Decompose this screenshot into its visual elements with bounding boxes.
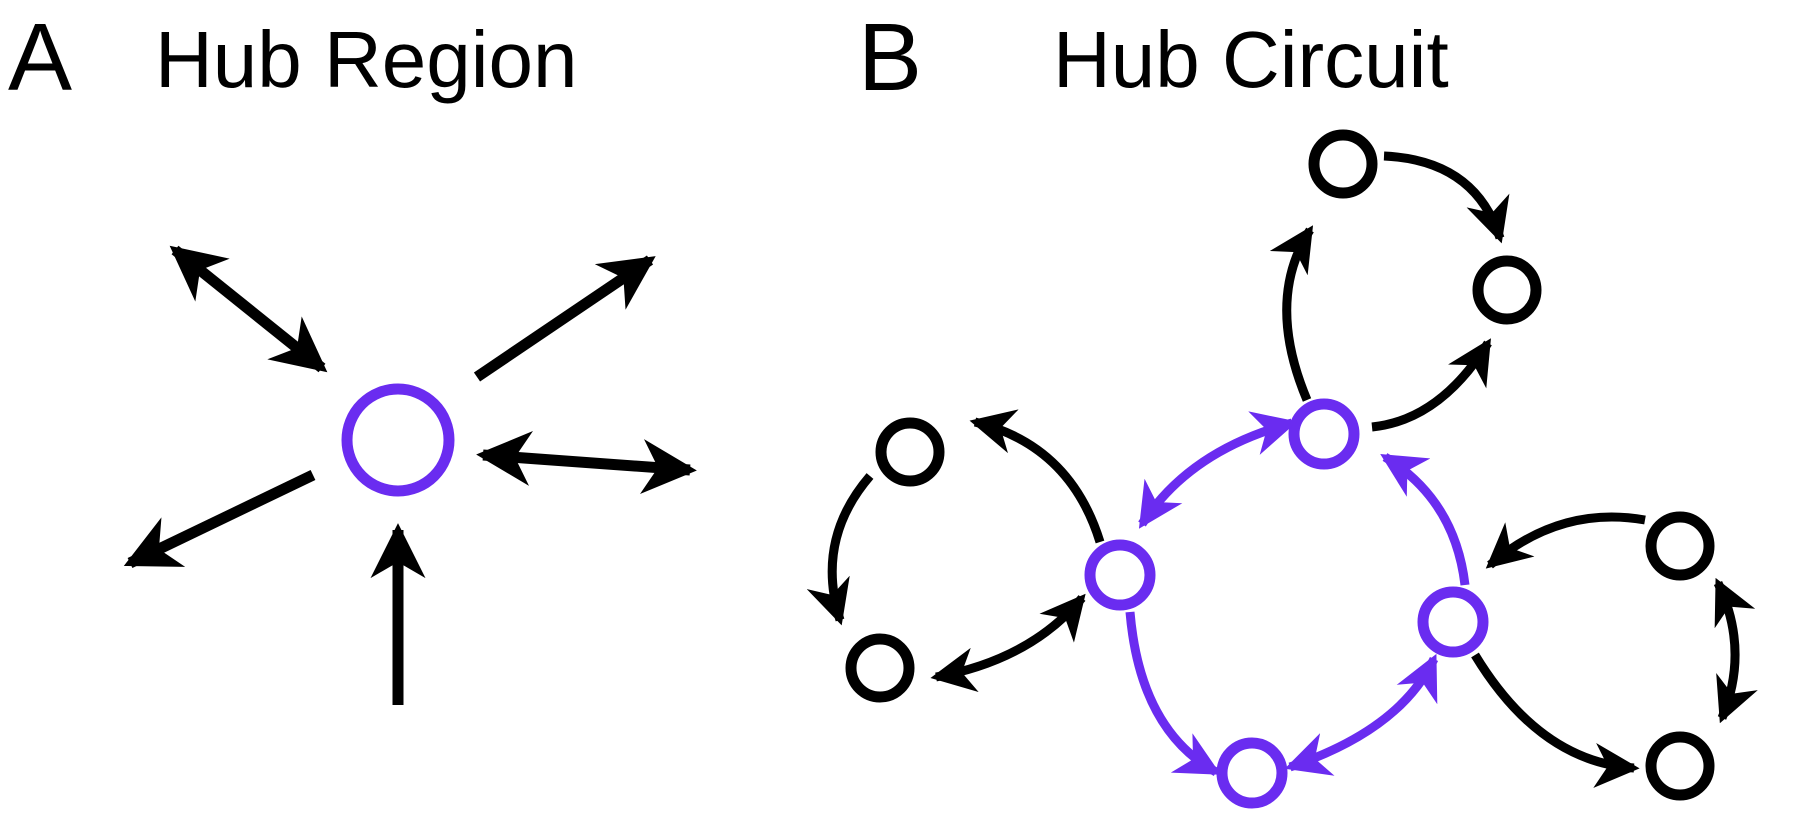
node-left-upper <box>875 417 945 487</box>
hub-node <box>341 383 455 497</box>
panel-b-title: Hub Circuit <box>1053 15 1449 104</box>
node-left-lower <box>845 633 915 703</box>
hub-node-top <box>1288 398 1360 470</box>
edge-hub-top-to-node-top-upper <box>1269 225 1314 402</box>
hub-edge-right-top <box>1380 453 1470 586</box>
edge-hub-top-to-node-top-right <box>1371 338 1492 432</box>
node-top-right <box>1472 255 1542 325</box>
edge-node-left-upper-to-node-left-lower <box>806 473 874 626</box>
hub-node-bottom <box>1216 737 1288 809</box>
panel-b-diagram <box>806 129 1758 809</box>
hub-edge-left-bottom <box>1125 611 1221 776</box>
panel-a-letter: A <box>8 4 73 111</box>
outgoing-edge-upper-right <box>473 255 656 382</box>
bidirectional-edge-right <box>476 431 697 494</box>
edge-hub-left-node-left-lower <box>930 593 1086 693</box>
panel-a-title: Hub Region <box>155 15 578 104</box>
panel-a-diagram <box>123 245 697 705</box>
hub-node-left <box>1084 539 1156 611</box>
edge-hub-right-to-node-right-lower <box>1471 652 1640 788</box>
hub-edge-bottom-right <box>1284 653 1439 776</box>
edge-node-top-upper-to-node-top-right <box>1383 151 1510 244</box>
edge-node-right-upper-to-hub-right <box>1485 512 1646 569</box>
panel-b-letter: B <box>858 4 923 111</box>
edge-hub-left-to-node-left-upper <box>969 409 1105 544</box>
bidirectional-edge-upper-left <box>169 245 328 373</box>
node-top-upper <box>1308 129 1378 199</box>
outgoing-edge-lower-left <box>123 470 316 568</box>
hub-node-right <box>1417 586 1489 658</box>
node-right-upper <box>1645 511 1715 581</box>
hub-edge-top-left <box>1138 411 1298 529</box>
edge-node-right-upper-node-right-lower <box>1713 577 1758 724</box>
node-right-lower <box>1645 731 1715 801</box>
